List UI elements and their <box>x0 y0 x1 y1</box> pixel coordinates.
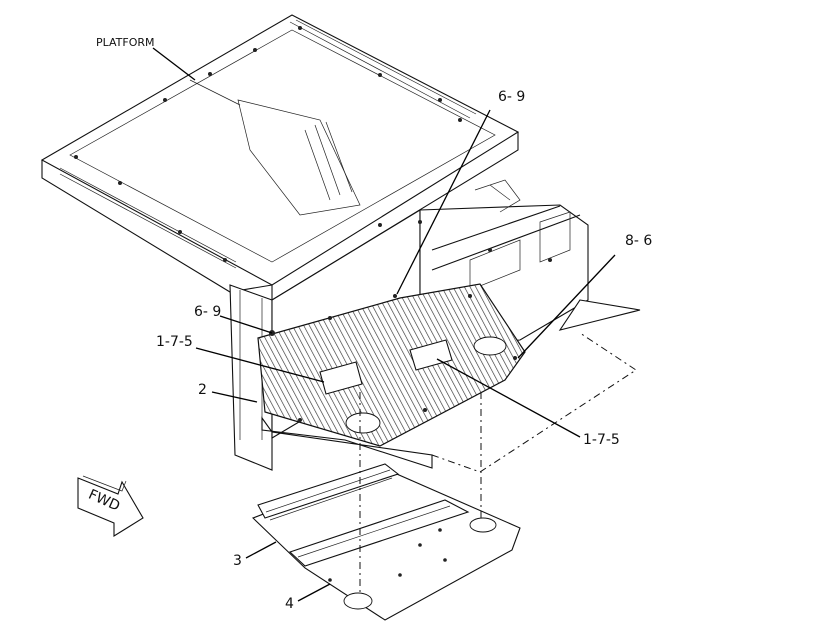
callout-1-7-5-right: 1-7-5 <box>583 432 620 448</box>
callout-4: 4 <box>285 596 294 612</box>
floor-mat <box>251 463 521 621</box>
callout-1-7-5-left: 1-7-5 <box>156 334 193 350</box>
callout-6-9-left: 6- 9 <box>194 304 221 320</box>
callout-3: 3 <box>233 553 242 569</box>
forward-arrow-icon: FWD <box>77 475 144 537</box>
callout-8-6: 8- 6 <box>625 233 652 249</box>
leader-lines <box>152 47 616 602</box>
callout-6-9-top: 6- 9 <box>498 89 525 105</box>
platform-label: PLATFORM <box>96 36 155 49</box>
callout-2: 2 <box>198 382 207 398</box>
floor-plate <box>257 283 526 469</box>
